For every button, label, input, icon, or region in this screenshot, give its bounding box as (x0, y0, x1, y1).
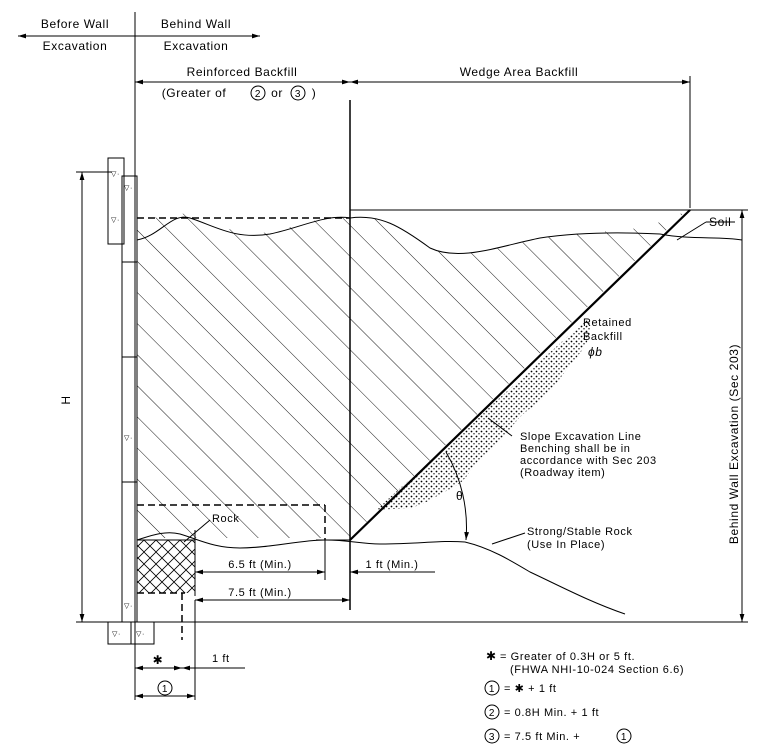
header-excavation-labels: Before Wall Excavation Behind Wall Excav… (18, 12, 260, 620)
svg-text:▽·: ▽· (111, 217, 120, 224)
legend-c1-def: = ✱ + 1 ft (504, 683, 557, 695)
reinforced-note-prefix: (Greater of (162, 86, 227, 100)
rock-surface-line (136, 532, 626, 615)
behind-wall-excavation-label: Behind Wall Excavation (Sec 203) (727, 344, 741, 544)
strong-rock-label-1: Strong/Stable Rock (527, 526, 633, 538)
dim-star: ✱ (153, 653, 164, 667)
behind-wall-label: Behind Wall (161, 17, 231, 31)
slope-excavation-line (349, 209, 691, 541)
svg-text:▽·: ▽· (136, 631, 145, 638)
legend-c2: 2 (489, 708, 495, 719)
legend-star-def-2: (FHWA NHI-10-024 Section 6.6) (510, 664, 684, 676)
reinforced-note-circ-2: 2 (255, 89, 261, 100)
dim-7-5-min: 7.5 ft (Min.) (228, 587, 291, 599)
legend-c2-def: = 0.8H Min. + 1 ft (504, 707, 599, 719)
legend-c1: 1 (489, 684, 495, 695)
slope-line-label-1: Slope Excavation Line (520, 431, 641, 443)
svg-text:▽·: ▽· (111, 171, 120, 178)
slope-line-label-2: Benching shall be in (520, 443, 630, 455)
height-label: H (59, 395, 73, 404)
dim-1-min: 1 ft (Min.) (365, 559, 418, 571)
slope-line-label-3: accordance with Sec 203 (520, 455, 657, 467)
zone-dimension-lines: Reinforced Backfill (Greater of 2 or 3 )… (135, 65, 691, 208)
before-wall-label: Before Wall (41, 17, 109, 31)
reinforced-note-mid: or (271, 86, 283, 100)
rock-crosshatch (137, 540, 195, 593)
svg-text:▽·: ▽· (124, 435, 133, 442)
slope-line-label-4: (Roadway item) (520, 467, 605, 479)
strong-rock-label-2: (Use In Place) (527, 539, 605, 551)
wall-facing: ▽· ▽· ▽· ▽· ▽· ▽· ▽· (107, 157, 155, 645)
retained-backfill-line-1: Retained (583, 317, 632, 329)
before-excavation-label: Excavation (43, 39, 108, 53)
rock-label: Rock (212, 513, 239, 525)
svg-text:▽·: ▽· (124, 603, 133, 610)
top-ground-line (136, 216, 743, 255)
legend-c3-ref: 1 (621, 732, 627, 743)
soil-label: Soil (709, 215, 731, 229)
svg-text:▽·: ▽· (124, 185, 133, 192)
phi-b-label: ϕb (588, 345, 603, 359)
dim-one-ft: 1 ft (212, 653, 230, 665)
backfill-hatch (137, 212, 685, 538)
reinforced-note-circ-3: 3 (295, 89, 301, 100)
legend-star-def-1: = Greater of 0.3H or 5 ft. (500, 651, 635, 663)
retained-backfill-line-2: Backfill (583, 331, 623, 343)
behind-excavation-label: Excavation (164, 39, 229, 53)
svg-text:▽·: ▽· (112, 631, 121, 638)
reinforced-backfill-label: Reinforced Backfill (187, 65, 298, 79)
legend-star: ✱ (486, 649, 497, 663)
theta-label: θ (456, 489, 463, 503)
legend-c3-def: = 7.5 ft Min. + (504, 731, 580, 743)
dim-circ-1: 1 (162, 684, 168, 695)
legend-c3: 3 (489, 732, 495, 743)
wedge-area-backfill-label: Wedge Area Backfill (460, 65, 579, 79)
legend: ✱ = Greater of 0.3H or 5 ft. (FHWA NHI-1… (484, 649, 684, 744)
reinforced-note-suffix: ) (312, 86, 317, 100)
dim-6-5-min: 6.5 ft (Min.) (228, 559, 291, 571)
